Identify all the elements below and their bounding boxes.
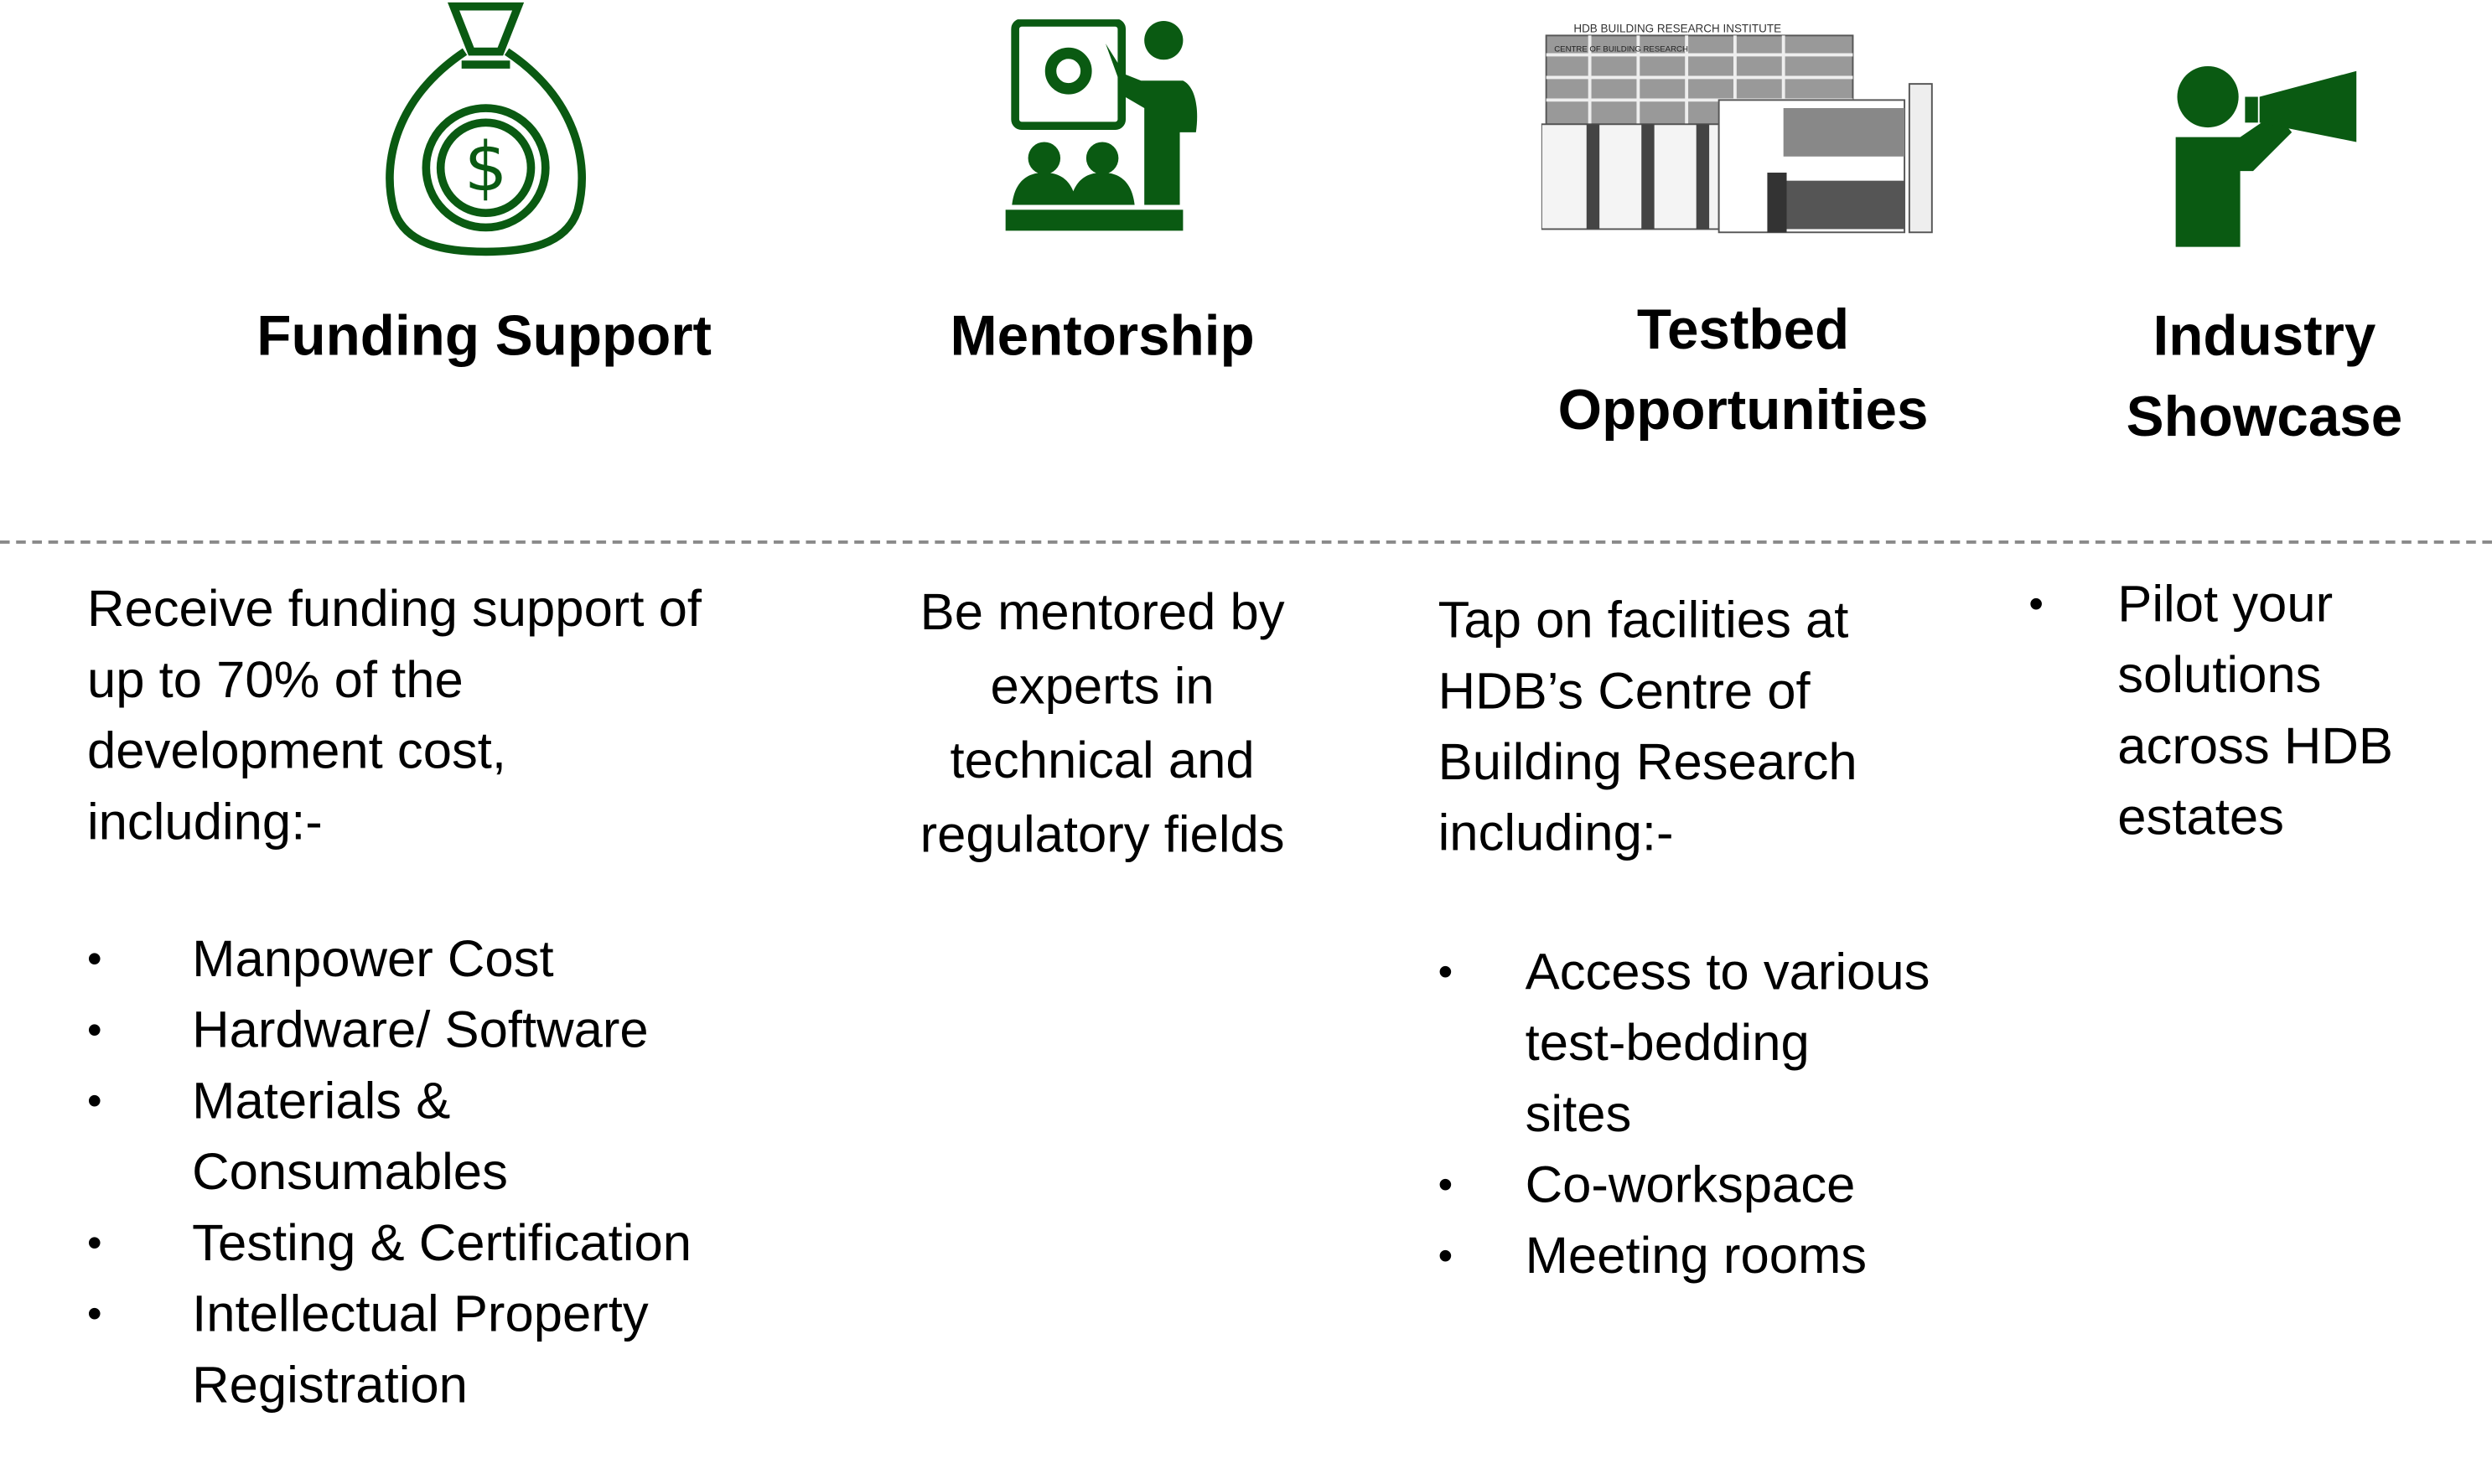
- list-item: • Co-workspace: [1438, 1149, 1930, 1220]
- bullet-icon: •: [86, 1005, 102, 1054]
- building-photo: HDB BUILDING RESEARCH INSTITUTE CENTRE O…: [1541, 19, 1948, 237]
- list-item: • Hardware/ Software: [87, 994, 692, 1065]
- heading-line: Showcase: [2126, 385, 2403, 449]
- building-sign: HDB BUILDING RESEARCH INSTITUTE: [1573, 23, 1781, 35]
- bullet-icon: •: [1438, 1160, 1453, 1209]
- bullet-icon: •: [1438, 1231, 1453, 1280]
- heading-line: Opportunities: [1557, 379, 1929, 442]
- mentorship-text: Be mentored by experts in technical and …: [812, 574, 1393, 871]
- text-line: Materials &: [192, 1071, 451, 1130]
- bullet-icon: •: [86, 1076, 102, 1125]
- testbed-bullet-list: • Access to various test-bedding sites • Co-…: [1438, 936, 1930, 1291]
- building-subsign: CENTRE OF BUILDING RESEARCH: [1554, 45, 1688, 54]
- list-item: • Meeting rooms: [1438, 1220, 1930, 1291]
- list-item: • Pilot your solutions across HDB estate…: [2028, 568, 2393, 852]
- text-line: Co-workspace: [1525, 1155, 1856, 1213]
- mentor-presentation-icon: [1005, 19, 1203, 232]
- funding-bullet-list: • Manpower Cost • Hardware/ Software • Mate…: [87, 923, 692, 1419]
- text-line: estates: [2117, 787, 2284, 845]
- text-line: Registration: [192, 1355, 468, 1414]
- testbed-intro: Tap on facilities at HDB’s Centre of Bui…: [1438, 584, 1857, 868]
- bullet-icon: •: [2028, 579, 2044, 628]
- megaphone-icon: [2175, 65, 2360, 250]
- text-line: sites: [1525, 1083, 1632, 1143]
- text-line: Building Research: [1438, 732, 1857, 791]
- text-line: Hardware/ Software: [192, 1000, 649, 1059]
- bullet-icon: •: [86, 933, 102, 983]
- funding-intro: Receive funding support of up to 70% of …: [87, 573, 702, 857]
- dashed-divider: [0, 540, 2492, 544]
- text-line: across HDB: [2117, 716, 2393, 775]
- showcase-bullet-list: • Pilot your solutions across HDB estate…: [2028, 568, 2393, 852]
- heading-funding-support: Funding Support: [256, 304, 712, 369]
- text-line: including:-: [1438, 803, 1674, 862]
- text-line: development cost,: [86, 721, 507, 780]
- heading-mentorship: Mentorship: [950, 304, 1255, 369]
- text-line: Meeting rooms: [1525, 1226, 1868, 1285]
- heading-industry-showcase: Industry Showcase: [2023, 297, 2492, 458]
- text-line: Intellectual Property: [192, 1284, 649, 1343]
- text-line: Tap on facilities at: [1438, 590, 1849, 649]
- list-item: • Testing & Certification: [87, 1207, 692, 1278]
- money-bag-icon: $: [381, 0, 590, 258]
- list-item: • Manpower Cost: [87, 923, 692, 994]
- text-line: Receive funding support of: [86, 579, 702, 638]
- heading-line: Industry: [2153, 304, 2376, 369]
- text-line: Be mentored by: [920, 582, 1285, 641]
- text-line: up to 70% of the: [86, 649, 464, 709]
- list-item: • Materials & Consumables: [87, 1065, 692, 1207]
- heading-testbed-opportunities: Testbed Opportunities: [1420, 291, 2065, 452]
- heading-line: Testbed: [1636, 298, 1850, 362]
- text-line: regulatory fields: [920, 804, 1285, 864]
- text-line: Pilot your: [2117, 574, 2334, 633]
- bullet-icon: •: [1438, 947, 1453, 996]
- text-line: Access to various: [1525, 942, 1930, 1001]
- text-line: Testing & Certification: [192, 1213, 692, 1272]
- svg-text:$: $: [464, 128, 507, 207]
- text-line: experts in: [990, 656, 1215, 715]
- text-line: technical and: [950, 731, 1255, 789]
- text-line: Manpower Cost: [192, 929, 554, 988]
- list-item: • Access to various test-bedding sites: [1438, 936, 1930, 1149]
- text-line: including:-: [86, 792, 323, 851]
- text-line: HDB’s Centre of: [1438, 661, 1811, 720]
- text-line: solutions: [2117, 645, 2322, 704]
- text-line: test-bedding: [1525, 1013, 1810, 1072]
- bullet-icon: •: [86, 1289, 102, 1338]
- text-line: Consumables: [192, 1142, 508, 1201]
- bullet-icon: •: [86, 1218, 102, 1267]
